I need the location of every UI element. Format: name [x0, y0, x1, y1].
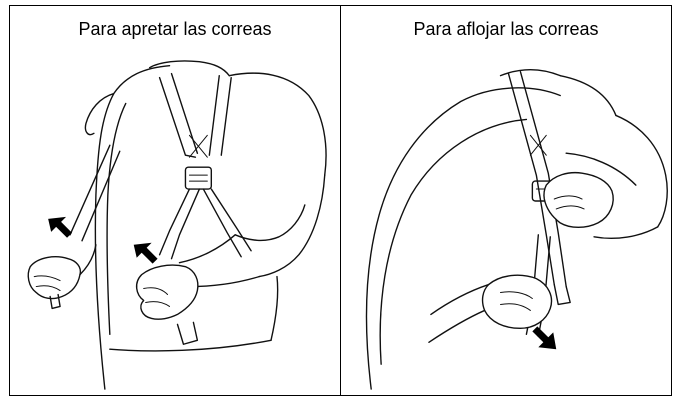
upper-arm-inner [565, 152, 637, 186]
pull-down-arrow-icon [133, 242, 158, 264]
shoulder-strap-right-b [220, 76, 232, 156]
lower-arm [430, 283, 490, 316]
left-sleeve [79, 244, 97, 276]
lower-strap-right-b [210, 188, 252, 252]
left-arm-strap-b [81, 150, 121, 242]
pull-down-arrow-icon [48, 216, 73, 238]
tighten-straps-illustration [27, 60, 327, 390]
upper-hand [543, 171, 614, 229]
stitch-marks [529, 134, 547, 156]
right-forearm [188, 275, 260, 288]
upper-arm [615, 114, 668, 228]
stitch-marks [188, 134, 208, 158]
right-hand [136, 264, 199, 320]
lower-strap-left [158, 188, 191, 256]
neck-outline [499, 68, 561, 77]
upper-back [559, 74, 617, 117]
strap-tail [176, 321, 199, 345]
strap-end [553, 283, 571, 306]
torso-outline [365, 87, 561, 390]
lower-strap-left-b [170, 188, 201, 260]
shoulder-strap-left [158, 76, 197, 158]
right-arm-inner [234, 204, 306, 242]
instruction-figure: Para apretar las correas [9, 5, 672, 396]
pull-down-arrow-icon [532, 326, 557, 350]
lower-arm-b [428, 309, 486, 343]
shoulder-strap-left-b [170, 72, 199, 154]
panel-loosen-straps: Para aflojar las correas [340, 6, 671, 395]
torso-outline [94, 64, 171, 390]
loosen-straps-illustration [365, 68, 668, 390]
panel-title-tighten: Para apretar las correas [78, 19, 272, 39]
shoulder-strap-right [208, 74, 220, 156]
vest-right-edge [270, 275, 279, 341]
panel-tighten-straps: Para apretar las correas [10, 6, 340, 395]
left-strap-tail [49, 293, 61, 310]
neck-outline [148, 60, 230, 77]
vest-outline [379, 118, 528, 365]
vest-hem [109, 339, 272, 352]
vest-left-edge [106, 102, 127, 336]
left-shoulder [84, 92, 115, 136]
panel-title-loosen: Para aflojar las correas [413, 19, 599, 39]
buckle [184, 166, 213, 190]
lower-strap-right [202, 188, 242, 258]
lower-hand [481, 274, 553, 330]
right-arm-upper [258, 174, 326, 278]
forearm [593, 226, 659, 240]
shoulder-strap-a [507, 72, 555, 286]
right-forearm-inner [178, 234, 236, 264]
left-arm-strap [69, 144, 111, 236]
right-shoulder-back [228, 72, 327, 176]
